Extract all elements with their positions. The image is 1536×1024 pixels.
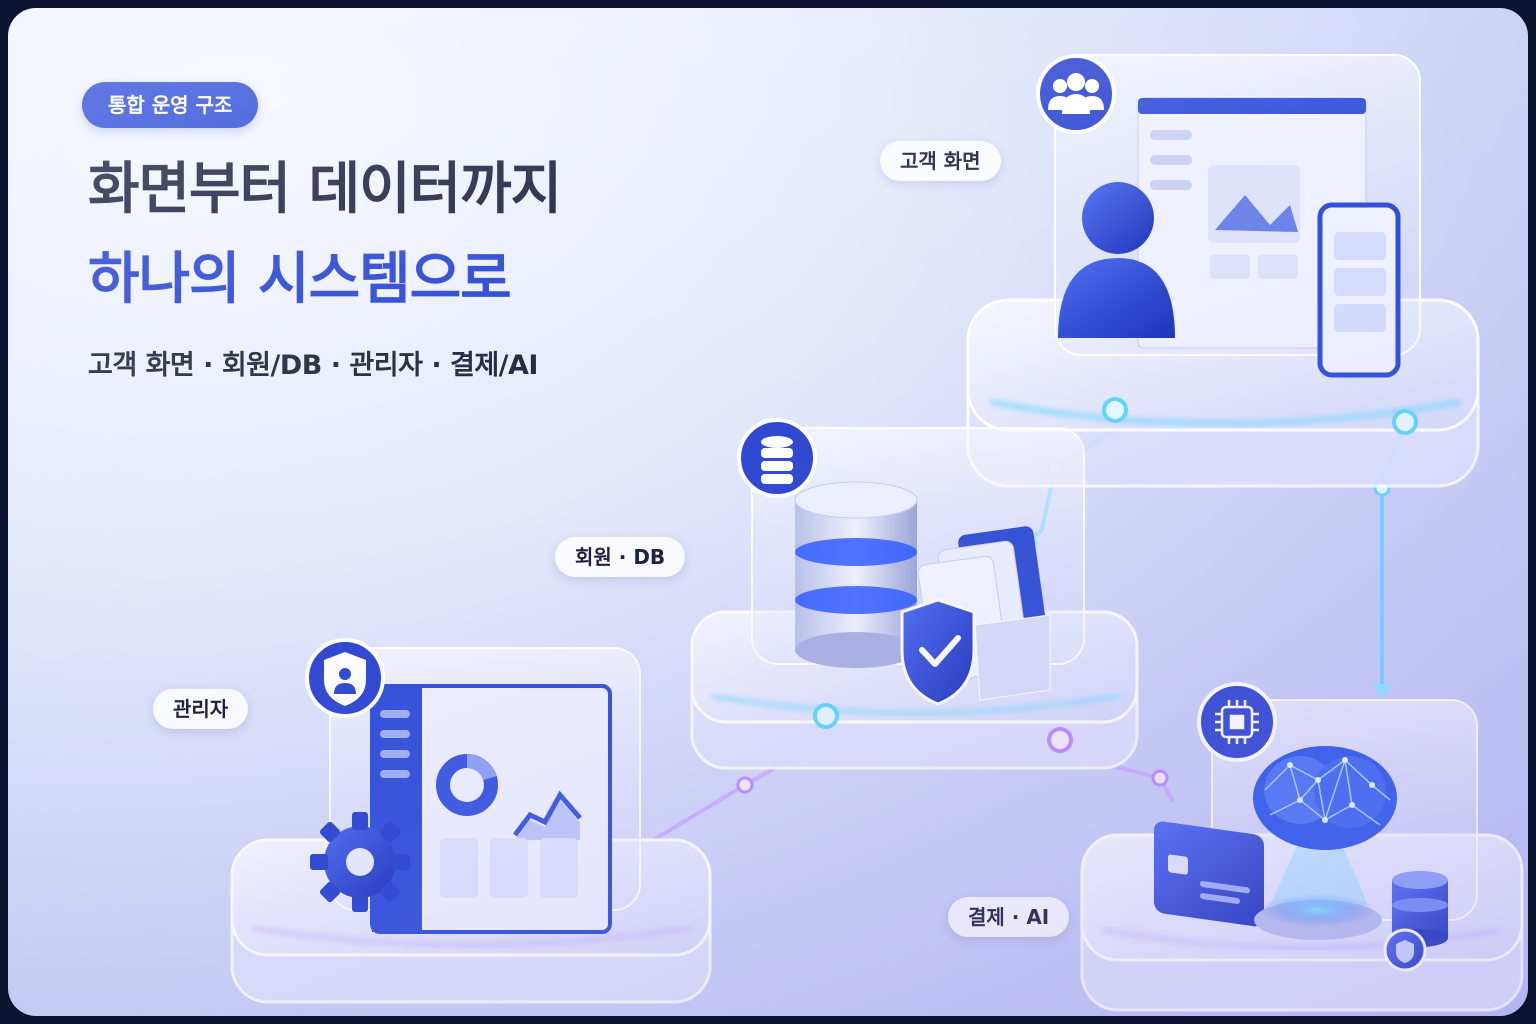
page-title: 화면부터 데이터까지 bbox=[88, 157, 562, 222]
label-customer-screen: 고객 화면 bbox=[880, 141, 1001, 181]
database-cylinder bbox=[794, 481, 918, 668]
db-module bbox=[690, 418, 1139, 770]
label-payment-ai: 결제 · AI bbox=[948, 897, 1070, 937]
header-badge: 통합 운영 구조 bbox=[82, 82, 259, 128]
database-icon bbox=[761, 436, 793, 484]
page-title-accent: 하나의 시스템으로 bbox=[88, 247, 512, 312]
shield-user-icon bbox=[324, 652, 366, 706]
illustration bbox=[230, 54, 1524, 1012]
admin-module bbox=[230, 638, 712, 1004]
credit-card bbox=[1154, 821, 1264, 927]
customer-module bbox=[966, 54, 1480, 488]
ai-brain bbox=[1253, 746, 1397, 850]
chip-icon bbox=[1215, 700, 1259, 744]
gear-icon bbox=[310, 812, 410, 912]
users-icon bbox=[1048, 73, 1104, 114]
payment-ai-module bbox=[1080, 682, 1524, 1012]
label-member-db: 회원 · DB bbox=[555, 537, 686, 577]
canvas-frame: 통합 운영 구조 화면부터 데이터까지 하나의 시스템으로 고객 화면 · 회원… bbox=[8, 8, 1528, 1016]
label-admin: 관리자 bbox=[153, 689, 249, 729]
page-subtitle: 고객 화면 · 회원/DB · 관리자 · 결제/AI bbox=[88, 350, 538, 381]
scene: 통합 운영 구조 화면부터 데이터까지 하나의 시스템으로 고객 화면 · 회원… bbox=[8, 8, 1528, 1016]
